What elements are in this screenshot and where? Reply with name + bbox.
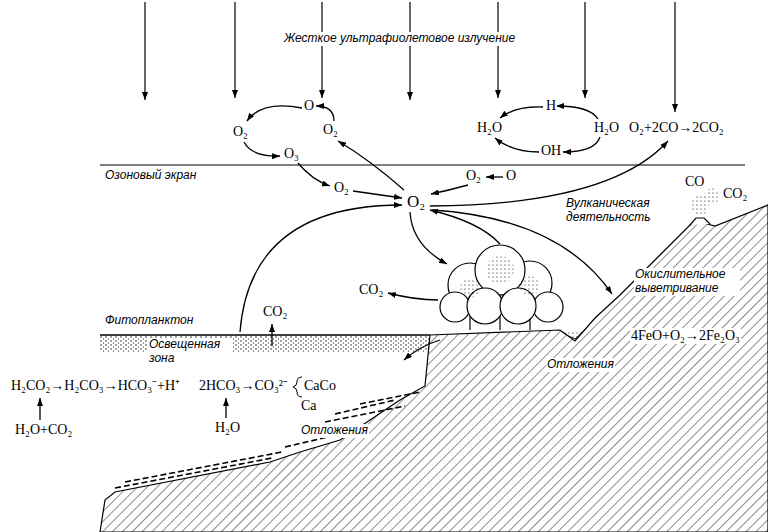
formula-label: Ca bbox=[300, 398, 318, 414]
volcano-plume bbox=[691, 188, 719, 216]
formula-label: H bbox=[545, 98, 557, 114]
formula-label: O₃ bbox=[283, 146, 300, 162]
formula-label: O bbox=[303, 98, 315, 114]
region-label: Вулканическая деятельность bbox=[565, 197, 663, 225]
region-label: Отложения bbox=[300, 424, 369, 438]
formula-label: O₂ bbox=[333, 180, 350, 196]
region-label: Фитопланктон bbox=[104, 314, 194, 328]
oxygen-label: O₂ bbox=[406, 192, 426, 212]
formula-label: CO₂ bbox=[358, 282, 384, 298]
formula-label: H₂O bbox=[476, 120, 503, 136]
formula-label: CO bbox=[684, 174, 705, 190]
formula-label: O₂ bbox=[465, 168, 482, 184]
formula-label: O₂ bbox=[322, 122, 339, 138]
formula-label: O₂+2CO→2CO₂ bbox=[628, 120, 725, 136]
sediment-layers bbox=[115, 392, 420, 488]
formula-label: O bbox=[505, 168, 517, 184]
trees bbox=[440, 245, 563, 330]
sea-surface bbox=[100, 334, 430, 335]
ozone-line bbox=[100, 165, 745, 166]
formula-label: CaCo bbox=[303, 378, 337, 394]
volcano-crater bbox=[690, 218, 710, 225]
formula-label: CO₂ bbox=[262, 304, 288, 320]
formula-label: H₂CO₂→H₂CO₃→HCO₃⁻+H⁺ bbox=[10, 378, 181, 394]
formula-label: 2HCO₃→CO₃²⁻ bbox=[198, 378, 289, 394]
flow-arrows bbox=[40, 106, 668, 420]
land-mass bbox=[100, 205, 768, 532]
formula-label: OH bbox=[540, 143, 562, 159]
uv-rays bbox=[145, 2, 675, 112]
region-label: Окислительное выветривание bbox=[634, 268, 740, 296]
formula-label: CO₂ bbox=[722, 186, 748, 202]
formula-label: 4FeO+O₂→2Fe₂O₃ bbox=[630, 328, 741, 344]
land-sediment bbox=[562, 330, 585, 339]
region-label: Отложения bbox=[546, 358, 615, 372]
formula-label: H₂O bbox=[214, 420, 241, 436]
formula-label: H₂O+CO₂ bbox=[14, 422, 73, 438]
region-label: Освещенная зона bbox=[148, 338, 232, 366]
region-label: Жесткое ультрафиолетовое излучение bbox=[283, 32, 516, 46]
formula-label: O₂ bbox=[232, 124, 249, 140]
bracket bbox=[293, 377, 302, 397]
region-label: Озоновый экран bbox=[104, 169, 197, 183]
formula-label: H₂O bbox=[593, 120, 620, 136]
